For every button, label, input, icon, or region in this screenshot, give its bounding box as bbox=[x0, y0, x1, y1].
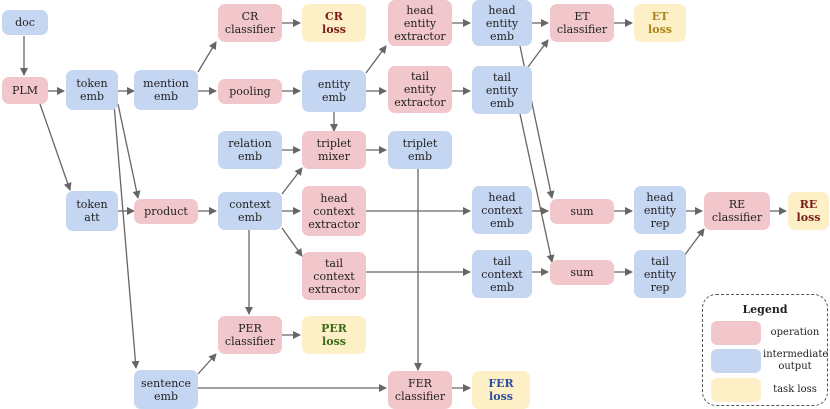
re-loss-node: RE loss bbox=[788, 192, 829, 230]
edge-mentionemb-crclassifier bbox=[197, 41, 217, 73]
head-entity-rep-node: head entity rep bbox=[634, 186, 686, 234]
legend-task-loss-label: task loss bbox=[773, 384, 817, 395]
re-classifier-node: RE classifier bbox=[704, 192, 770, 230]
legend-operation-swatch bbox=[711, 321, 761, 345]
tail-entity-extractor-node: tail entity extractor bbox=[388, 66, 452, 113]
entity-emb-node: entity emb bbox=[302, 70, 366, 112]
legend-intermediate-swatch bbox=[711, 349, 761, 373]
product-node: product bbox=[134, 199, 198, 224]
cr-loss-node: CR loss bbox=[302, 4, 366, 42]
sentence-emb-node: sentence emb bbox=[134, 370, 198, 409]
triplet-emb-node: triplet emb bbox=[388, 131, 452, 169]
edge-tailentityrep-reclassifier bbox=[683, 228, 705, 257]
legend-operation-label: operation bbox=[770, 327, 820, 338]
relation-emb-node: relation emb bbox=[218, 131, 282, 169]
tail-entity-emb-node: tail entity emb bbox=[472, 66, 532, 114]
head-context-emb-node: head context emb bbox=[472, 186, 532, 234]
edge-tailentityemb-sumtail bbox=[519, 113, 555, 263]
head-entity-emb-node: head entity emb bbox=[472, 0, 532, 46]
legend-task-loss-swatch bbox=[711, 378, 761, 402]
pooling-node: pooling bbox=[218, 79, 282, 104]
edge-plm-tokenatt bbox=[39, 103, 72, 191]
legend: Legend operation intermediate output tas… bbox=[702, 294, 828, 406]
per-classifier-node: PER classifier bbox=[218, 316, 282, 354]
triplet-mixer-node: triplet mixer bbox=[302, 131, 366, 169]
head-entity-extractor-node: head entity extractor bbox=[388, 0, 452, 46]
et-classifier-node: ET classifier bbox=[550, 4, 614, 42]
fer-classifier-node: FER classifier bbox=[388, 371, 452, 409]
edge-entityemb-headentityextractor bbox=[365, 45, 387, 74]
tail-context-emb-node: tail context emb bbox=[472, 250, 532, 298]
legend-title: Legend bbox=[742, 303, 788, 316]
sum-tail-node: sum bbox=[550, 260, 614, 285]
sum-head-node: sum bbox=[550, 199, 614, 224]
edge-contextemb-tripletmixer bbox=[281, 167, 303, 195]
edge-sentenceemb-perclassifier bbox=[197, 353, 217, 375]
edge-tokenemb-sentenceemb bbox=[113, 103, 140, 369]
cr-classifier-node: CR classifier bbox=[218, 4, 282, 42]
fer-loss-node: FER loss bbox=[472, 371, 530, 409]
token-emb-node: token emb bbox=[66, 70, 118, 110]
mention-emb-node: mention emb bbox=[134, 70, 198, 110]
edge-tokenemb-product bbox=[117, 103, 141, 199]
legend-intermediate-label: intermediate output bbox=[763, 349, 829, 372]
per-loss-node: PER loss bbox=[302, 316, 366, 354]
head-context-extractor-node: head context extractor bbox=[302, 186, 366, 236]
context-emb-node: context emb bbox=[218, 192, 282, 230]
et-loss-node: ET loss bbox=[634, 4, 686, 42]
edge-contextemb-tailcontextextractor bbox=[281, 227, 303, 257]
edge-tailentityemb-etclassifier bbox=[527, 39, 549, 68]
doc-node: doc bbox=[2, 10, 48, 35]
tail-context-extractor-node: tail context extractor bbox=[302, 252, 366, 300]
token-att-node: token att bbox=[66, 191, 118, 231]
tail-entity-rep-node: tail entity rep bbox=[634, 250, 686, 298]
plm-node: PLM bbox=[2, 77, 48, 104]
